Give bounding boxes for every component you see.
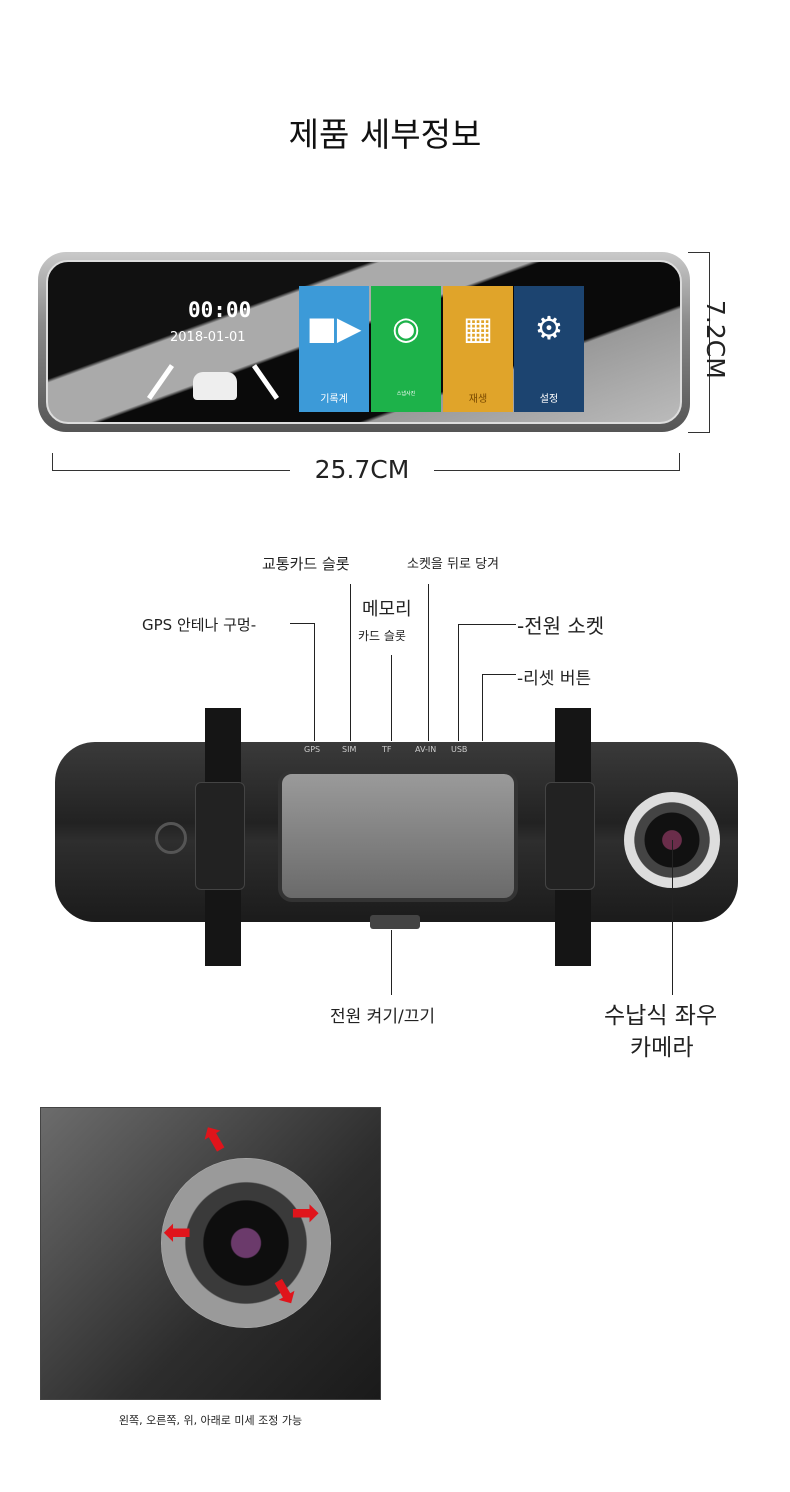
power-button[interactable] xyxy=(370,915,420,929)
strap-right xyxy=(545,782,595,890)
leader-line xyxy=(350,584,351,741)
tile-snapshot[interactable]: ◉스냅사진 xyxy=(371,286,441,412)
leader-line xyxy=(482,674,483,741)
camera-icon: ◉ xyxy=(392,309,420,347)
date: 2018-01-01 xyxy=(170,330,246,345)
tile-settings[interactable]: ⚙설정 xyxy=(514,286,584,412)
car-icon xyxy=(193,372,237,400)
leader-line xyxy=(290,623,315,624)
back-window xyxy=(278,770,518,902)
clock: 00:00 xyxy=(188,298,252,322)
leader-line xyxy=(391,930,392,995)
label-memory: 메모리 xyxy=(362,599,412,620)
arrow-left-icon: ➡ xyxy=(163,1213,192,1253)
strap-left xyxy=(195,782,245,890)
leader-line xyxy=(428,584,429,741)
caption: 왼쪽, 오른쪽, 위, 아래로 미세 조정 가능 xyxy=(118,1414,303,1427)
leader-line xyxy=(458,624,516,625)
label-power-button: 전원 켜기/끄기 xyxy=(330,1007,435,1027)
port-av-in: AV-IN xyxy=(415,745,437,754)
road-line xyxy=(146,364,175,400)
port-tf: TF xyxy=(382,745,392,754)
speaker-icon xyxy=(155,822,187,854)
label-tf: 카드 슬롯 xyxy=(358,629,406,643)
tile-playback[interactable]: ▦재생 xyxy=(443,286,513,412)
camera-lens xyxy=(161,1158,331,1328)
port-usb: USB xyxy=(451,745,468,754)
height-dimension-line xyxy=(688,252,710,433)
tile-record[interactable]: ■▶기록계 xyxy=(299,286,369,412)
width-label: 25.7CM xyxy=(290,455,434,484)
leader-line xyxy=(458,624,459,741)
leader-line xyxy=(391,655,392,741)
leader-line xyxy=(314,623,315,741)
port-gps: GPS xyxy=(304,745,321,754)
mirror-dashcam-front: 00:00 2018-01-01 ■▶기록계 ◉스냅사진 ▦재생 ⚙설정 xyxy=(38,252,690,432)
label-sim: 교통카드 슬롯 xyxy=(262,555,350,573)
video-camera-icon: ■▶ xyxy=(306,309,362,347)
label-camera-2: 카메라 xyxy=(630,1035,694,1061)
leader-line xyxy=(672,840,673,995)
height-label: 7.2CM xyxy=(701,300,730,379)
page-title: 제품 세부정보 xyxy=(288,115,482,154)
label-gps: GPS 안테나 구멍- xyxy=(142,616,257,634)
film-icon: ▦ xyxy=(462,309,494,347)
label-reset: -리셋 버튼 xyxy=(517,669,592,689)
gear-icon: ⚙ xyxy=(534,309,564,347)
label-av: 소켓을 뒤로 당겨 xyxy=(407,557,499,572)
arrow-right-icon: ➡ xyxy=(291,1193,320,1233)
camera-adjust-photo: ⬆ ➡ ➡ ⬇ xyxy=(40,1107,381,1400)
port-sim: SIM xyxy=(342,745,357,754)
leader-line xyxy=(482,674,516,675)
arrow-up-icon: ⬆ xyxy=(192,1115,238,1165)
label-power-socket: -전원 소켓 xyxy=(517,614,605,638)
label-camera-1: 수납식 좌우 xyxy=(604,1003,718,1029)
road-line xyxy=(251,364,280,400)
